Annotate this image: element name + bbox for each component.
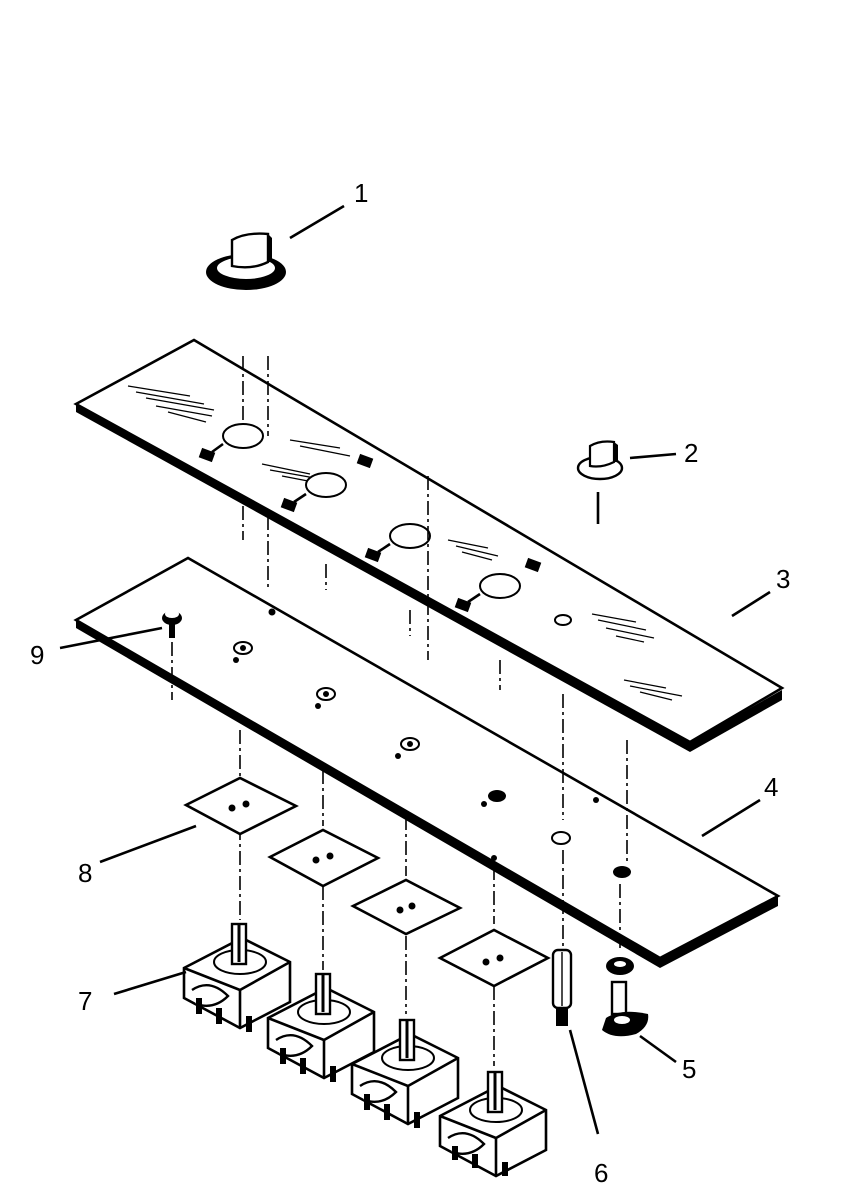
switch-3 [350,1018,460,1128]
callout-2: 2 [684,438,698,468]
bracket-part-5 [602,957,649,1037]
switch-2 [266,972,376,1082]
indicator-light-part-6 [551,948,573,1026]
leader-lines [59,204,771,1135]
backplate-part-4 [73,556,781,968]
callout-5: 5 [682,1054,696,1084]
callout-1: 1 [354,178,368,208]
callout-4: 4 [764,772,778,802]
assembly-axis-lines [171,356,628,1066]
callout-labels: 1 2 3 4 5 6 7 8 9 [30,178,790,1188]
insulators-part-8 [183,776,551,988]
switch-4 [438,1070,548,1178]
callout-8: 8 [78,858,92,888]
knob-part-1 [206,232,286,290]
switches-part-7 [182,922,548,1178]
callout-3: 3 [776,564,790,594]
overlay-plate-part-3 [73,338,785,752]
callout-7: 7 [78,986,92,1016]
callout-9: 9 [30,640,44,670]
screw-part-9 [162,610,182,638]
callout-6: 6 [594,1158,608,1188]
knob-part-2 [576,440,624,481]
switch-1 [182,922,292,1032]
